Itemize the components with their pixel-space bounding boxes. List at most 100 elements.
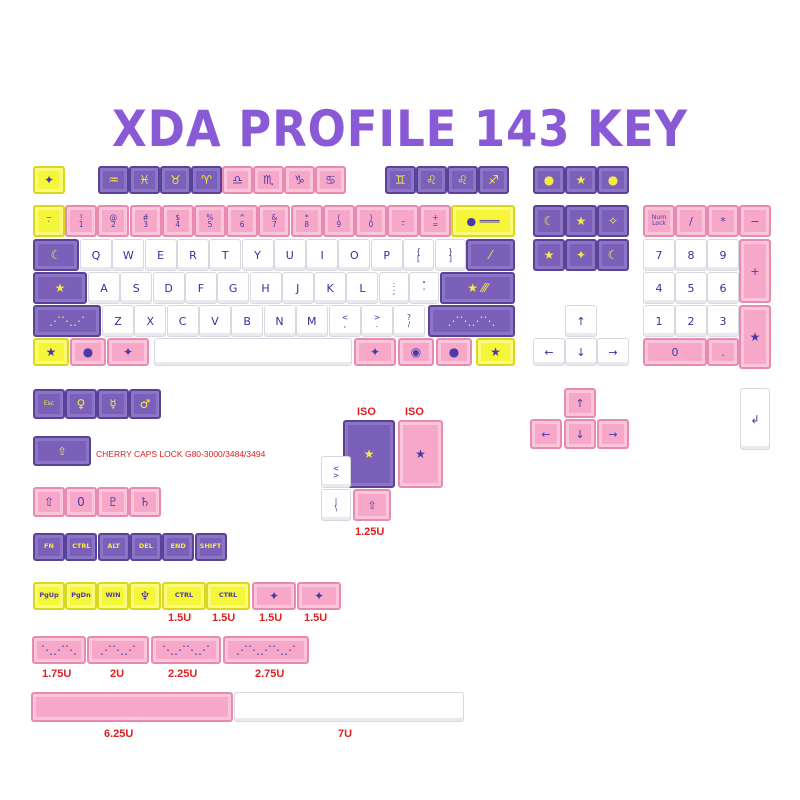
del-star-key: ★ xyxy=(533,239,565,271)
sparkle-icon: ✦ xyxy=(369,345,381,359)
zodiac-icon: ♉ xyxy=(170,173,181,187)
letter-label: Z xyxy=(114,314,122,328)
num-key-12: += xyxy=(419,205,452,237)
yellow-key-0: PgUp xyxy=(33,582,65,610)
sparkle-1-5u-key-2: ✦ xyxy=(297,582,341,610)
moon-icon: ☾ xyxy=(543,214,555,228)
letter-label: F xyxy=(197,281,205,295)
letter-key-e: E xyxy=(144,239,177,271)
letter-key-w: W xyxy=(112,239,145,271)
extra-arrow-down-label: ↓ xyxy=(575,427,585,441)
num-key-6: ^6 xyxy=(226,205,259,237)
letter-key-q: Q xyxy=(80,239,112,271)
num-key-1-bottom: 1 xyxy=(78,220,84,229)
iso-pipe-key: |\ xyxy=(321,489,351,521)
star-key: ★ xyxy=(565,166,597,194)
yellow-key-label: CTRL xyxy=(174,591,194,600)
numpad-key-8: 8 xyxy=(675,239,707,271)
num-key-10: )0 xyxy=(355,205,387,237)
planet-symbol-key-1: 0 xyxy=(65,487,97,517)
numpad-key-2: 2 xyxy=(675,305,707,337)
num-key-4-bottom: 4 xyxy=(175,220,181,229)
planet-symbol-key-0: ⇧ xyxy=(33,487,65,517)
letter-label: U xyxy=(285,248,294,262)
extra-arrow-left-key: ← xyxy=(530,419,562,449)
bracket-key-1-legend: }] xyxy=(448,247,453,263)
numpad-slash-key: / xyxy=(675,205,707,237)
letter-key-f: F xyxy=(184,272,217,304)
iso-enter-pink-key: ★ xyxy=(398,420,443,488)
num-key-5-legend: %5 xyxy=(206,213,213,229)
planet-symbol-key-2: ♇ xyxy=(97,487,129,517)
backslash-key: ⁄ xyxy=(466,239,515,271)
letter-key-g: G xyxy=(217,272,250,304)
shooting-star-icon: ⁄ xyxy=(489,248,492,262)
num-key-6-top: ^ xyxy=(239,212,246,222)
num-key-0-bottom: ` xyxy=(47,220,51,229)
mod-key-ctrl: CTRL xyxy=(65,533,98,561)
num-key-9-top: ( xyxy=(337,212,341,222)
eye-icon: ◉ xyxy=(410,345,422,359)
sparkle-1-5u-key-1: ✦ xyxy=(252,582,296,610)
letter-label: Q xyxy=(91,248,101,262)
letter-label: C xyxy=(178,314,187,328)
num-key-9: (9 xyxy=(322,205,355,237)
planet-key: ● xyxy=(597,166,629,194)
star-icon: ★ xyxy=(575,214,587,228)
arrow-down-key: ↓ xyxy=(565,338,597,366)
sparkle-icon: ✦ xyxy=(43,173,55,187)
num-key-11-legend: _- xyxy=(401,213,405,229)
shooting-star-icon: ★ xyxy=(749,330,761,344)
enter-arrow-icon: ↲ xyxy=(750,412,760,426)
zodiac-icon: ♋ xyxy=(325,173,336,187)
zodiac-icon: ♐ xyxy=(488,173,499,187)
num-key-3-bottom: 3 xyxy=(143,220,148,229)
yellow-key-4: CTRL xyxy=(162,582,206,610)
constellation-icon: ⋱⋰⋱⋰ xyxy=(162,643,210,657)
num-key-11: _- xyxy=(387,205,420,237)
star-icon: ★ xyxy=(54,281,66,295)
letter-label: P xyxy=(383,248,390,262)
num-key-4-legend: $4 xyxy=(175,213,181,229)
extra-arrow-up-label: ↑ xyxy=(575,396,585,410)
spacebar-7u-key xyxy=(234,692,464,722)
letter-label: O xyxy=(350,248,359,262)
pgdn-moon-key: ☾ xyxy=(597,239,629,271)
extra-arrow-left-label: ← xyxy=(541,427,551,441)
insert-moon-key: ☾ xyxy=(533,205,565,237)
numpad-enter-key: ★ xyxy=(739,305,771,369)
letter-label: G xyxy=(228,281,238,295)
yellow-key-label: CTRL xyxy=(218,591,238,600)
alt-sparkle-key: ✦ xyxy=(107,338,149,366)
letter-key-n: N xyxy=(263,305,296,337)
menu-planet-key: ● xyxy=(436,338,472,366)
esc-label: Esc xyxy=(43,399,55,407)
planet-symbol-icon: ♄ xyxy=(139,495,151,509)
letter-key-s: S xyxy=(120,272,153,304)
mod-label: END xyxy=(170,542,186,551)
num-key-8-top: * xyxy=(304,212,309,222)
venus-icon: ♀ xyxy=(76,397,86,411)
letter-label: W xyxy=(122,248,134,262)
zodiac-key-2: ♉ xyxy=(160,166,191,194)
enter-key: ★ ⁄⁄⁄ xyxy=(440,272,515,304)
space-size-2: 7U xyxy=(338,728,353,740)
zodiac-icon: ♎ xyxy=(232,173,243,187)
pgup-sparkle-key: ✧ xyxy=(597,205,629,237)
letter-label: I xyxy=(320,248,324,262)
numpad-label: 6 xyxy=(719,281,727,295)
num-key-0-legend: ~` xyxy=(46,213,52,229)
shooting-star-icon: ★ xyxy=(415,447,426,461)
mod-key-end: END xyxy=(162,533,195,561)
num-key-3-legend: #3 xyxy=(142,212,149,229)
zodiac-key-4: ♎ xyxy=(222,166,253,194)
num-key-4: $4 xyxy=(161,205,194,237)
num-key-9-legend: (9 xyxy=(336,212,341,229)
size-label-2: 1.5U xyxy=(212,612,236,624)
iso-gt-label: > xyxy=(332,471,340,480)
yellow-key-label: WIN xyxy=(105,591,121,600)
punct-key-0-bottom: ; xyxy=(392,287,396,296)
punct-z-key-0: <, xyxy=(329,305,361,337)
num-key-3-top: # xyxy=(142,212,149,222)
size-label-1: 1.5U xyxy=(168,612,192,624)
